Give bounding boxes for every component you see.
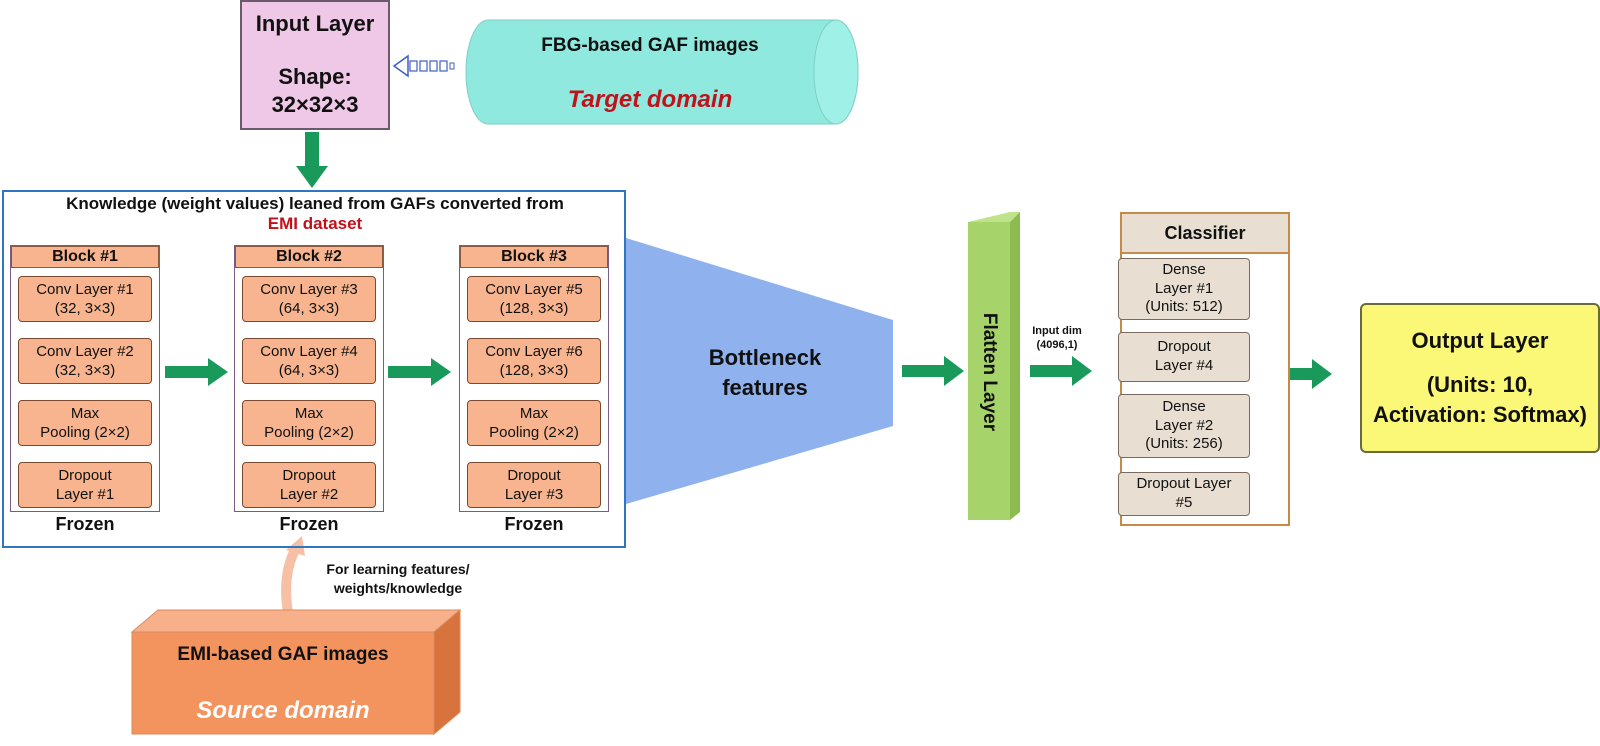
layer-params: Pooling (2×2) — [264, 424, 354, 441]
layer-name: Conv Layer #5 — [485, 280, 583, 298]
knowledge-title: Knowledge (weight values) leaned from GA… — [10, 194, 620, 235]
input-dim-line-1: Input dim — [1032, 324, 1082, 337]
flatten-label: Flatten Layer — [979, 312, 1000, 432]
input-layer-shape-value: 32×32×3 — [271, 91, 359, 117]
layer-params: Layer #2 — [279, 486, 339, 503]
layer-index: Layer #2 — [1154, 416, 1214, 434]
layer-name: Max — [519, 404, 549, 422]
block-1-layer-1: Conv Layer #1 (32, 3×3) — [18, 276, 152, 322]
layer-name: Max — [70, 404, 100, 422]
layer-params: (32, 3×3) — [54, 362, 116, 379]
layer-params: Layer #1 — [55, 486, 115, 503]
classifier-layer-4: Dropout Layer #5 — [1118, 472, 1250, 516]
bottleneck-shape — [626, 238, 893, 504]
layer-params: Pooling (2×2) — [489, 424, 579, 441]
layer-name: Max — [294, 404, 324, 422]
bottleneck-to-flatten-arrow — [902, 356, 964, 386]
block-3-head: Block #3 — [460, 246, 608, 268]
source-domain-label: Source domain — [196, 697, 370, 724]
target-domain-label: Target domain — [567, 86, 733, 113]
target-to-input-arrow — [392, 54, 455, 78]
input-layer-title: Input Layer — [255, 11, 375, 36]
block-1-status: Frozen — [55, 514, 115, 534]
block-3-layer-2: Conv Layer #6 (128, 3×3) — [467, 338, 601, 384]
layer-index: #5 — [1175, 494, 1193, 511]
target-cylinder — [465, 19, 859, 125]
block-3-status: Frozen — [504, 514, 564, 534]
layer-name: Dense — [1162, 260, 1206, 278]
input-dim-label: Input dim (4096,1) — [1022, 322, 1092, 354]
block-3-layer-1: Conv Layer #5 (128, 3×3) — [467, 276, 601, 322]
source-box — [130, 608, 462, 736]
block1-to-block2-arrow — [165, 358, 228, 386]
layer-name: Dropout — [58, 466, 112, 484]
block-2-status: Frozen — [279, 514, 339, 534]
layer-name: Conv Layer #2 — [36, 342, 134, 360]
bottleneck-line-1: Bottleneck — [708, 345, 822, 371]
flatten-to-classifier-arrow — [1030, 356, 1092, 386]
layer-params: Pooling (2×2) — [40, 424, 130, 441]
block-2-layer-2: Conv Layer #4 (64, 3×3) — [242, 338, 376, 384]
block-1-layer-2: Conv Layer #2 (32, 3×3) — [18, 338, 152, 384]
layer-name: Conv Layer #1 — [36, 280, 134, 298]
learning-note-line-1: For learning features/ — [326, 561, 470, 577]
learning-note-line-2: weights/knowledge — [333, 579, 463, 596]
source-title: EMI-based GAF images — [177, 644, 389, 665]
output-layer-units: (Units: 10, — [1426, 372, 1534, 398]
knowledge-dataset: EMI dataset — [267, 214, 363, 234]
layer-name: Dropout Layer — [1136, 475, 1232, 493]
input-layer-box: Input Layer Shape: 32×32×3 — [240, 0, 390, 130]
knowledge-frame — [2, 190, 626, 548]
input-layer-shape-label: Shape: — [278, 64, 352, 89]
layer-params: (64, 3×3) — [278, 362, 340, 379]
layer-index: Layer #4 — [1154, 357, 1214, 374]
layer-params: (32, 3×3) — [54, 300, 116, 317]
output-layer-activation: Activation: Softmax) — [1373, 401, 1587, 427]
block-2-layer-1: Conv Layer #3 (64, 3×3) — [242, 276, 376, 322]
input-dim-line-2: (4096,1) — [1036, 339, 1078, 351]
block-1-head: Block #1 — [11, 246, 159, 268]
layer-params: (Units: 512) — [1145, 298, 1223, 316]
bottleneck-line-2: features — [722, 375, 808, 400]
layer-name: Dropout — [1157, 338, 1211, 356]
layer-index: Layer #1 — [1154, 279, 1214, 297]
input-down-arrow — [296, 132, 328, 188]
classifier-head: Classifier — [1122, 214, 1288, 254]
bottleneck-label: Bottleneck features — [680, 338, 850, 408]
learning-note: For learning features/ weights/knowledge — [298, 560, 498, 598]
output-layer-title: Output Layer — [1411, 328, 1549, 354]
classifier-layer-2: Dropout Layer #4 — [1118, 332, 1250, 382]
layer-name: Conv Layer #3 — [260, 280, 358, 298]
target-title: FBG-based GAF images — [541, 35, 759, 56]
block2-to-block3-arrow — [388, 358, 451, 386]
classifier-layer-3: Dense Layer #2 (Units: 256) — [1118, 394, 1250, 458]
layer-name: Dropout — [507, 466, 561, 484]
layer-params: (128, 3×3) — [499, 362, 569, 379]
layer-name: Conv Layer #6 — [485, 342, 583, 360]
layer-name: Dropout — [282, 466, 336, 484]
layer-name: Conv Layer #4 — [260, 342, 358, 360]
layer-name: Dense — [1162, 397, 1206, 415]
layer-params: (128, 3×3) — [499, 300, 569, 317]
knowledge-title-text: Knowledge (weight values) leaned from GA… — [66, 194, 564, 213]
flatten-prism — [968, 212, 1020, 520]
output-layer-box: Output Layer (Units: 10, Activation: Sof… — [1360, 303, 1600, 453]
classifier-layer-1: Dense Layer #1 (Units: 512) — [1118, 258, 1250, 320]
layer-params: Layer #3 — [504, 486, 564, 503]
block-2-head: Block #2 — [235, 246, 383, 268]
layer-params: (64, 3×3) — [278, 300, 340, 317]
layer-params: (Units: 256) — [1145, 435, 1223, 453]
